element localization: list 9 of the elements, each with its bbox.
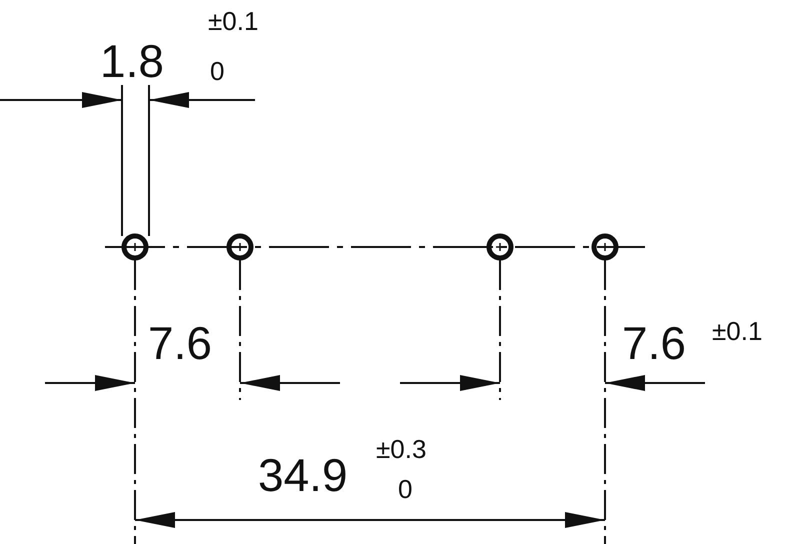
dimension-value: 7.6	[622, 320, 686, 366]
tolerance-value: ±0.3	[376, 436, 426, 462]
tolerance-value: 0	[210, 58, 224, 84]
tolerance-value: ±0.1	[208, 8, 258, 34]
dimension-value: 34.9	[258, 452, 348, 498]
tolerance-value: ±0.1	[712, 318, 762, 344]
dimension-value: 7.6	[148, 320, 212, 366]
dimension-value: 1.8	[100, 38, 164, 84]
tolerance-value: 0	[398, 476, 412, 502]
